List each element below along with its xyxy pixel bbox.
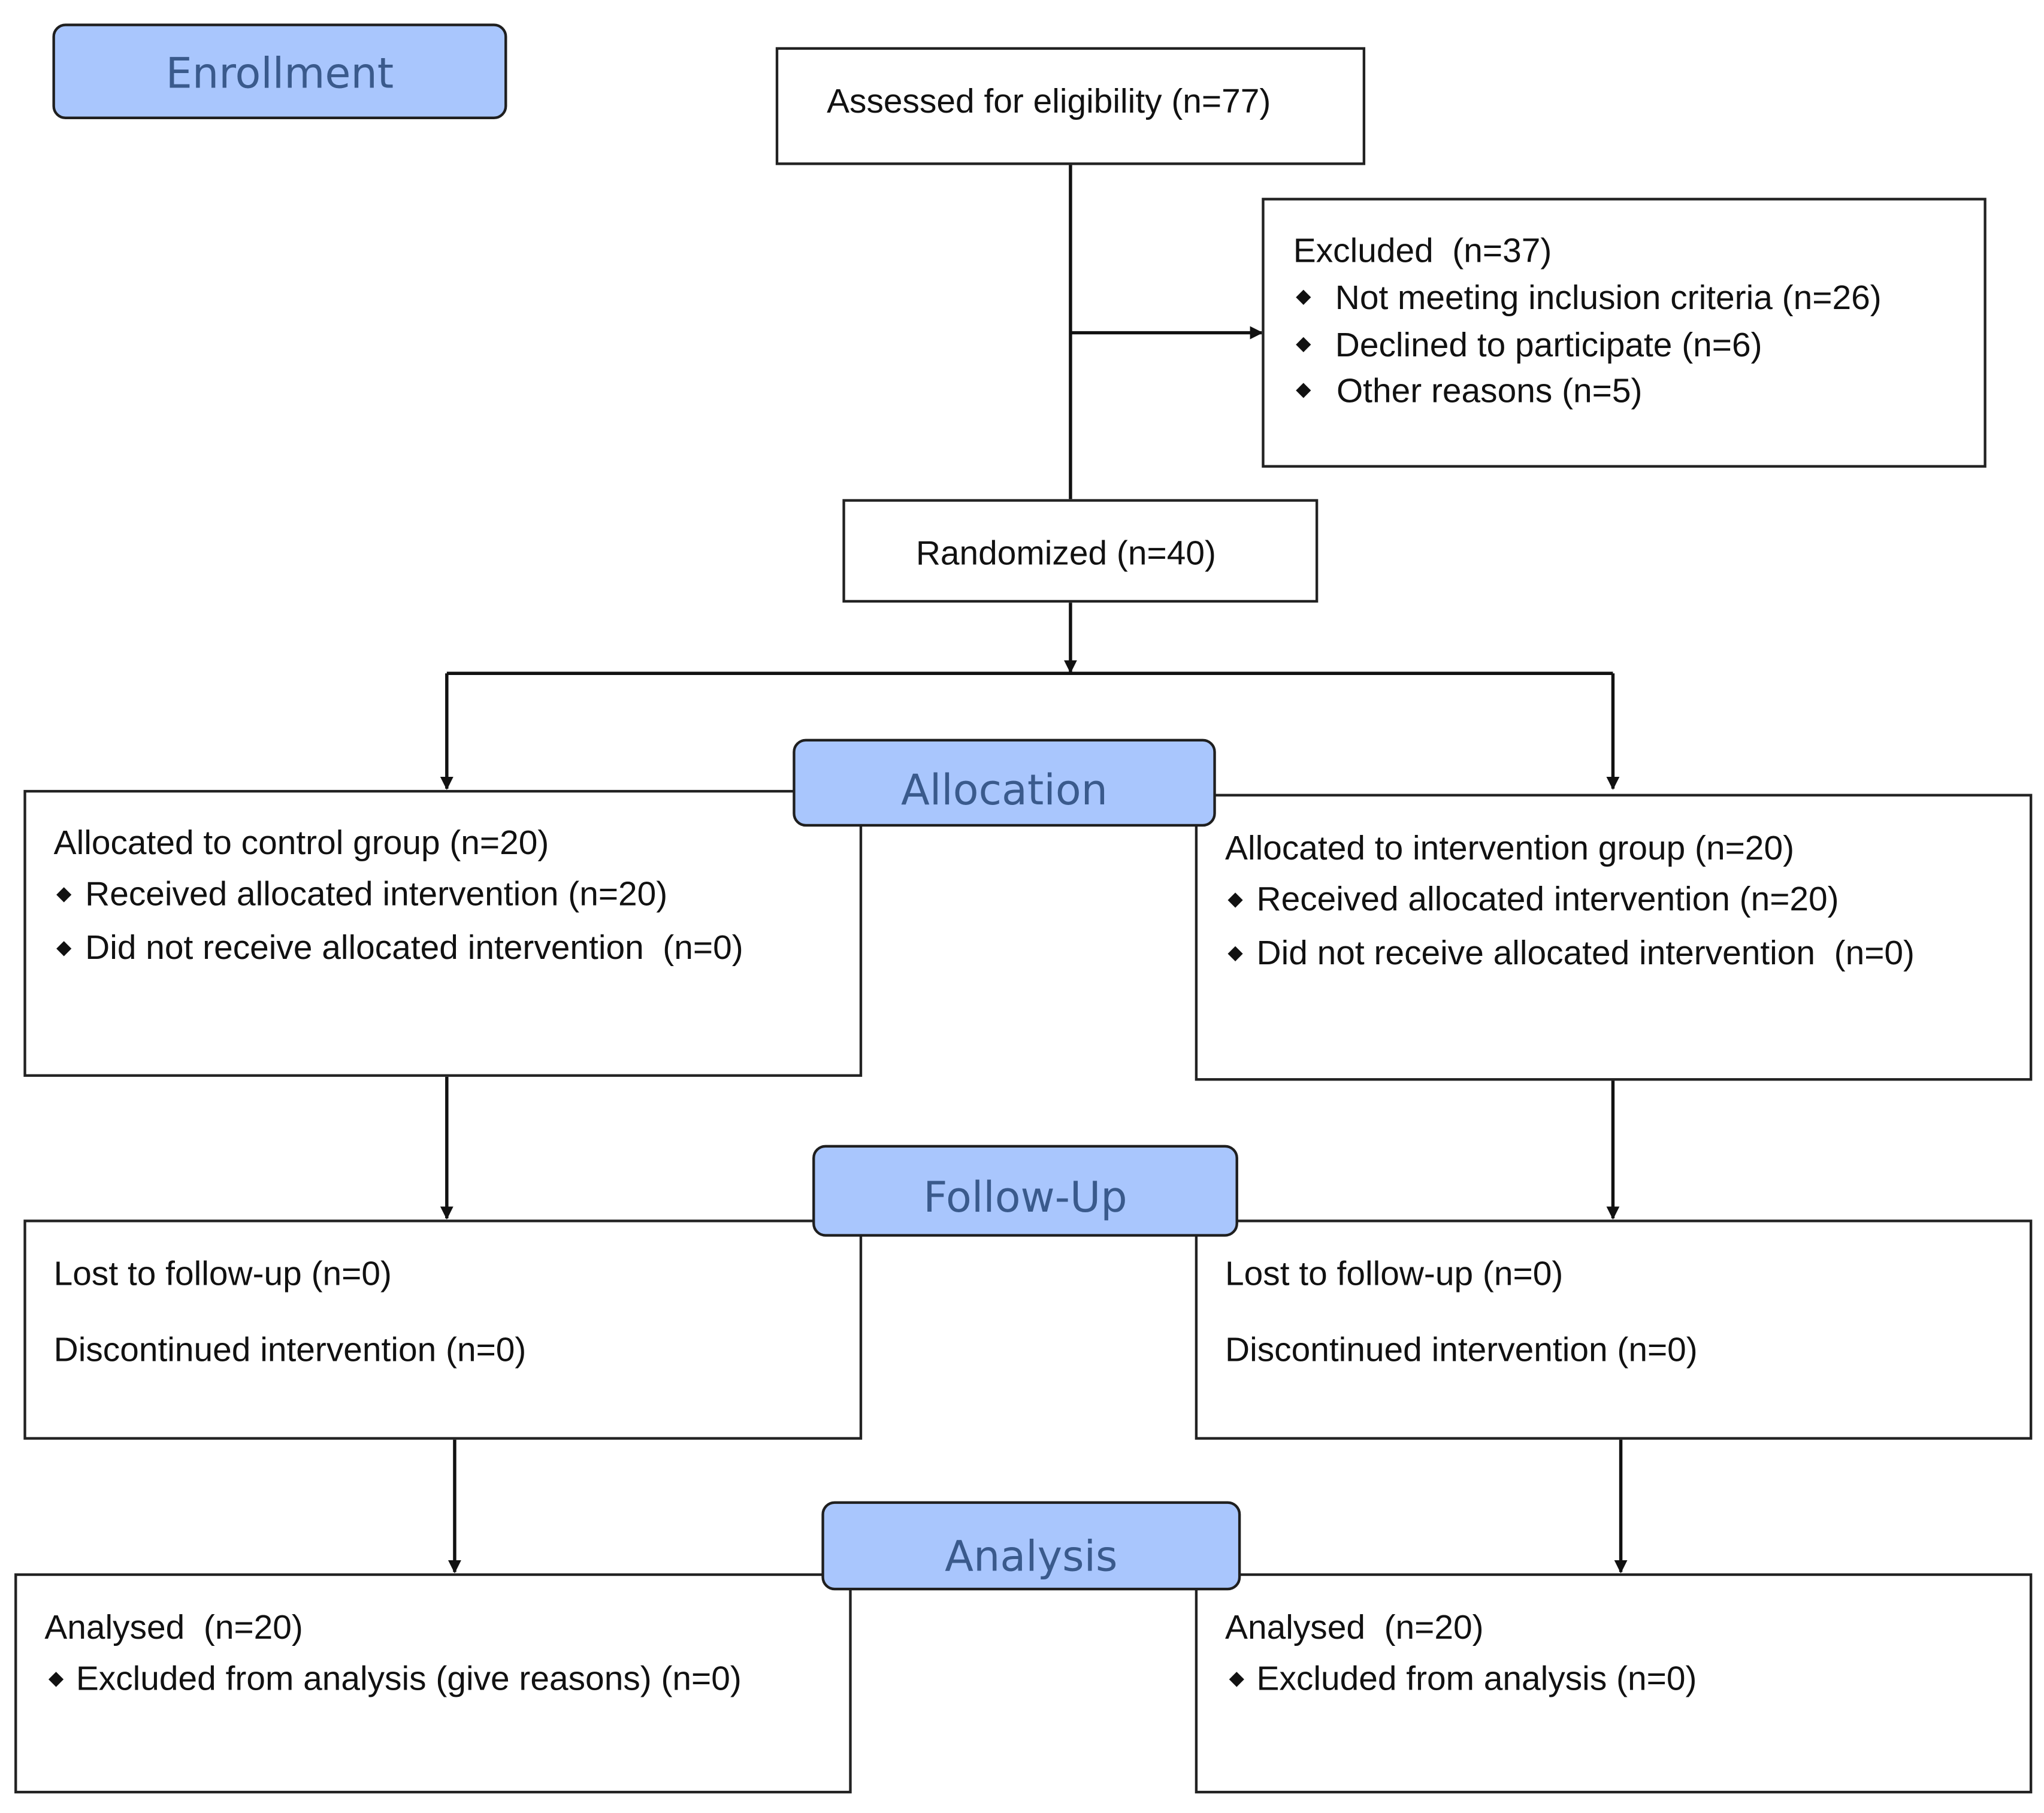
control-allocation-item: Received allocated intervention (n=20) [85,873,668,913]
intervention-allocation-box: Allocated to intervention group (n=20) ◆… [1195,794,2033,1081]
intervention-allocation-title: Allocated to intervention group (n=20) [1225,828,1795,867]
assessed-box: Assessed for eligibility (n=77) [775,47,1366,165]
intervention-lost-text: Lost to follow-up (n=0) [1225,1254,1564,1293]
bullet-icon: ◆ [1229,1667,1244,1690]
bullet-icon: ◆ [1296,379,1311,401]
bullet-icon: ◆ [1227,942,1243,964]
stage-follow-up: Follow-Up [812,1145,1238,1237]
stage-enrollment: Enrollment [52,23,507,120]
intervention-analysis-title: Analysed (n=20) [1225,1607,1484,1647]
excluded-item: Other reasons (n=5) [1336,370,1643,410]
excluded-title: Excluded (n=37) [1293,230,1552,270]
bullet-icon: ◆ [48,1667,64,1690]
control-followup-box: Lost to follow-up (n=0) Discontinued int… [23,1219,863,1440]
control-lost-text: Lost to follow-up (n=0) [53,1254,392,1293]
bullet-icon: ◆ [1227,888,1243,911]
stage-allocation-label: Allocation [900,765,1108,815]
bullet-icon: ◆ [56,936,72,960]
excluded-box: Excluded (n=37) ◆ Not meeting inclusion … [1262,198,1986,468]
control-allocation-box: Allocated to control group (n=20) ◆ Rece… [23,789,863,1077]
randomized-text: Randomized (n=40) [915,533,1216,573]
stage-analysis-label: Analysis [945,1531,1118,1581]
stage-analysis: Analysis [821,1501,1241,1591]
excluded-item: Declined to participate (n=6) [1335,325,1762,365]
intervention-allocation-item: Did not receive allocated intervention (… [1256,933,1915,972]
control-analysis-title: Analysed (n=20) [44,1607,303,1647]
stage-enrollment-label: Enrollment [165,48,394,99]
intervention-followup-box: Lost to follow-up (n=0) Discontinued int… [1195,1219,2033,1440]
control-analysis-box: Analysed (n=20) ◆ Excluded from analysis… [14,1573,852,1794]
intervention-analysis-box: Analysed (n=20) ◆ Excluded from analysis… [1195,1573,2033,1794]
control-allocation-title: Allocated to control group (n=20) [53,822,549,862]
excluded-item: Not meeting inclusion criteria (n=26) [1335,277,1882,317]
bullet-icon: ◆ [1296,285,1311,308]
control-discontinued-text: Discontinued intervention (n=0) [53,1330,527,1369]
assessed-text: Assessed for eligibility (n=77) [827,81,1271,121]
bullet-icon: ◆ [56,883,72,906]
bullet-icon: ◆ [1296,332,1311,355]
stage-follow-up-label: Follow-Up [923,1172,1127,1222]
intervention-discontinued-text: Discontinued intervention (n=0) [1225,1330,1698,1369]
control-allocation-item: Did not receive allocated intervention (… [85,927,743,967]
control-analysis-item: Excluded from analysis (give reasons) (n… [75,1658,742,1698]
randomized-box: Randomized (n=40) [842,499,1319,603]
intervention-analysis-item: Excluded from analysis (n=0) [1256,1658,1697,1698]
stage-allocation: Allocation [793,738,1216,827]
intervention-allocation-item: Received allocated intervention (n=20) [1256,879,1839,919]
